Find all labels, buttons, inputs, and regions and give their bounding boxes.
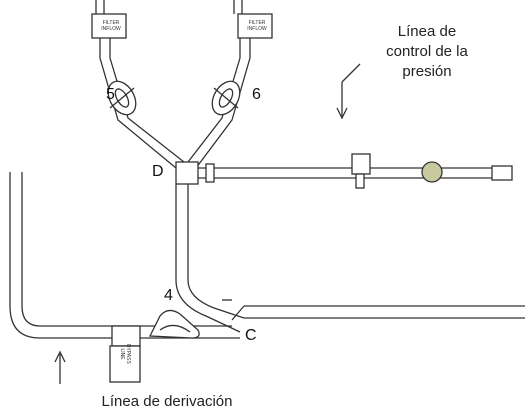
- pressure-arrow: [336, 63, 361, 120]
- left-inflow-tube: [91, 0, 185, 169]
- clamp-4: [148, 309, 200, 339]
- clamp-6-label: 6: [252, 86, 261, 103]
- pressure-caption-line-2: control de la: [386, 43, 468, 60]
- pressure-caption-line-3: presión: [402, 63, 452, 80]
- right-tag-line-2: INFLOW: [247, 26, 267, 32]
- left-tag-line-2: INFLOW: [101, 26, 121, 32]
- bypass-tag: BYPASS LINE: [119, 339, 131, 369]
- pressure-line-caption: Línea de control de la presión: [362, 22, 492, 82]
- pressure-caption-line-1: Línea de: [397, 23, 457, 40]
- left-filter-tag: FILTER INFLOW: [94, 20, 128, 32]
- left-tag-line-1: FILTER: [102, 20, 120, 26]
- pressure-line: [198, 153, 513, 189]
- right-inflow-tube: [187, 0, 273, 169]
- junction-d-label: D: [152, 163, 164, 180]
- clamp-4-label: 4: [164, 287, 173, 304]
- junction-d: [175, 161, 199, 280]
- bypass-arrow: [54, 350, 66, 384]
- bypass-tag-line-1: BYPASS: [125, 344, 131, 364]
- right-horizontal-tube: [231, 305, 525, 321]
- bypass-tube: [9, 172, 240, 383]
- clamp-6: [211, 80, 241, 116]
- right-tag-line-1: FILTER: [248, 20, 266, 26]
- lower-tube: [175, 279, 245, 333]
- clamp-5: [107, 80, 137, 116]
- junction-c-label: C: [245, 327, 257, 344]
- bypass-line-caption: Línea de derivación: [101, 393, 233, 410]
- right-filter-tag: FILTER INFLOW: [240, 20, 274, 32]
- clamp-5-label: 5: [106, 86, 115, 103]
